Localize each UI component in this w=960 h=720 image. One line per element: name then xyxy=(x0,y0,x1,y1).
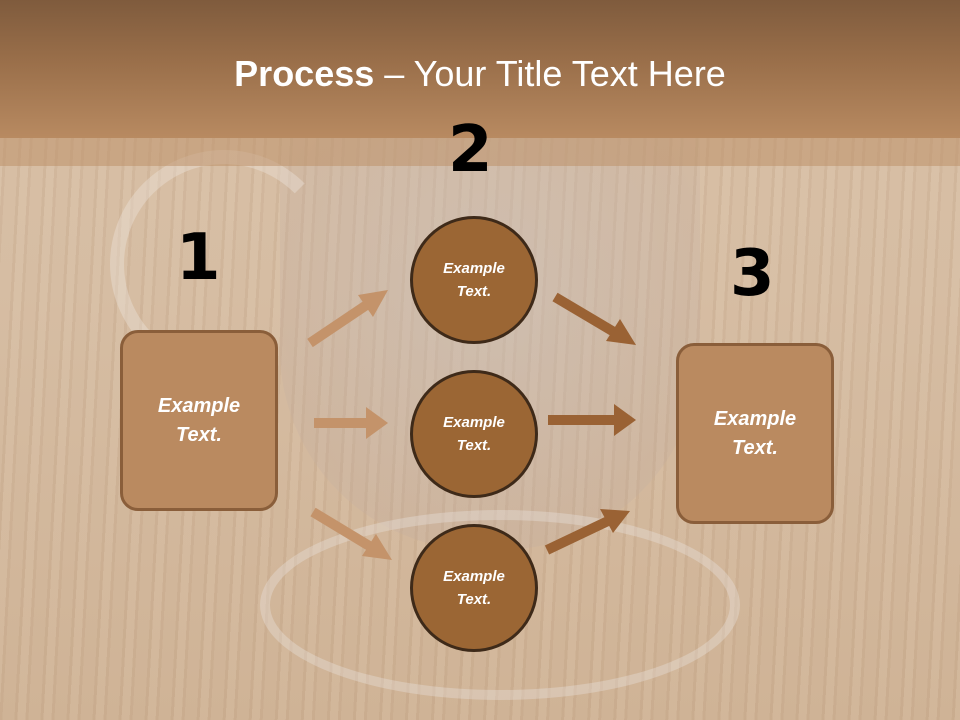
step-number-3: 3 xyxy=(730,237,775,311)
arrow-to-bottom-circle xyxy=(310,507,392,560)
arrow-from-bottom-circle xyxy=(544,509,630,555)
end-box: Example Text. xyxy=(676,343,834,524)
arrow-to-top-circle xyxy=(307,290,388,348)
title-rest: – Your Title Text Here xyxy=(374,53,726,94)
circle-middle: Example Text. xyxy=(410,370,538,498)
arrow-from-top-circle xyxy=(552,292,636,345)
step-number-1: 1 xyxy=(176,221,221,295)
slide-title: Process – Your Title Text Here xyxy=(0,52,960,96)
circle-top: Example Text. xyxy=(410,216,538,344)
step-number-2: 2 xyxy=(448,113,493,187)
background-mug-base xyxy=(260,510,740,700)
circle-bottom-text: Example Text. xyxy=(443,568,505,608)
circle-middle-text: Example Text. xyxy=(443,414,505,454)
arrow-to-middle-circle xyxy=(314,407,388,439)
arrow-from-middle-circle xyxy=(548,404,636,436)
title-bold: Process xyxy=(234,53,375,94)
header-bar xyxy=(0,0,960,138)
circle-top-text: Example Text. xyxy=(443,260,505,300)
start-box-text: Example Text. xyxy=(157,394,241,446)
header-strip xyxy=(0,138,960,166)
end-box-text: Example Text. xyxy=(713,407,797,459)
start-box: Example Text. xyxy=(120,330,278,511)
circle-bottom: Example Text. xyxy=(410,524,538,652)
